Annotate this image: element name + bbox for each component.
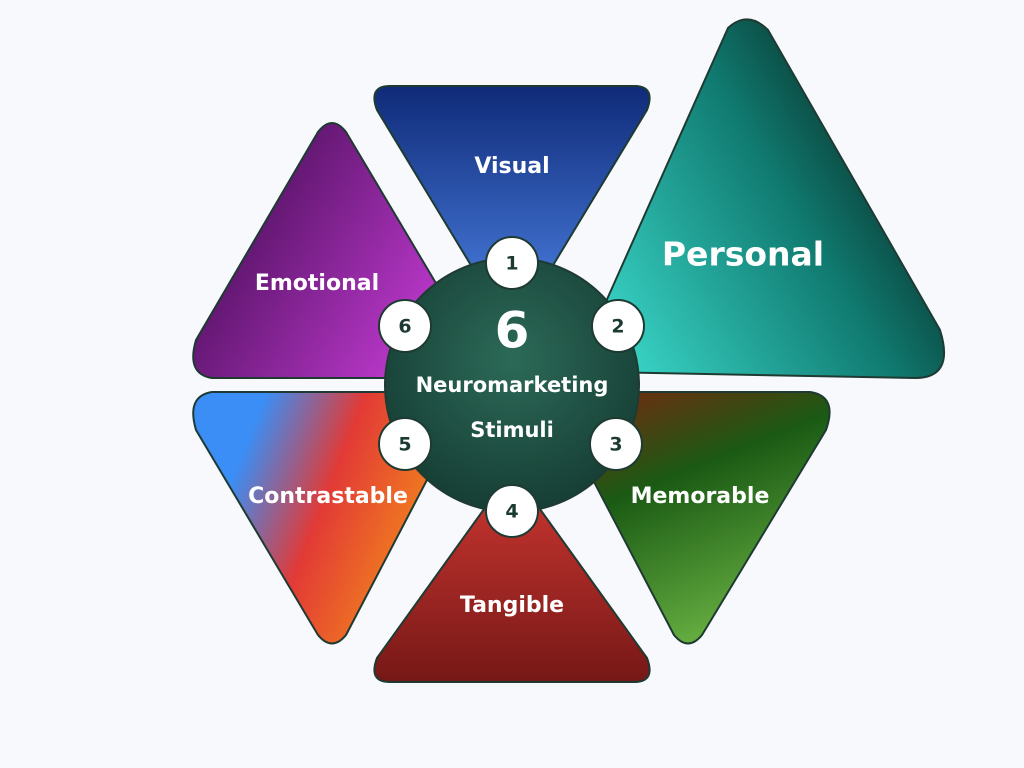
svg-text:1: 1	[505, 253, 518, 275]
segment-label-emotional: Emotional	[255, 271, 379, 296]
segment-label-visual: Visual	[474, 154, 549, 179]
svg-text:2: 2	[611, 316, 624, 338]
badge-2: 2	[591, 299, 645, 353]
segment-label-personal: Personal	[662, 235, 824, 274]
svg-text:3: 3	[609, 434, 622, 456]
svg-text:4: 4	[505, 501, 518, 523]
badge-1: 1	[485, 236, 539, 290]
badge-4: 4	[485, 484, 539, 538]
svg-text:6: 6	[398, 316, 411, 338]
badge-5: 5	[378, 417, 432, 471]
center-title-line1: Neuromarketing	[416, 373, 609, 397]
segment-label-contrastable: Contrastable	[248, 484, 408, 509]
badge-6: 6	[378, 299, 432, 353]
segment-label-memorable: Memorable	[631, 484, 770, 509]
center-title-line2: Stimuli	[470, 418, 554, 442]
svg-text:5: 5	[398, 434, 411, 456]
center-count: 6	[495, 302, 530, 360]
segment-label-tangible: Tangible	[460, 593, 564, 618]
badge-3: 3	[589, 417, 643, 471]
